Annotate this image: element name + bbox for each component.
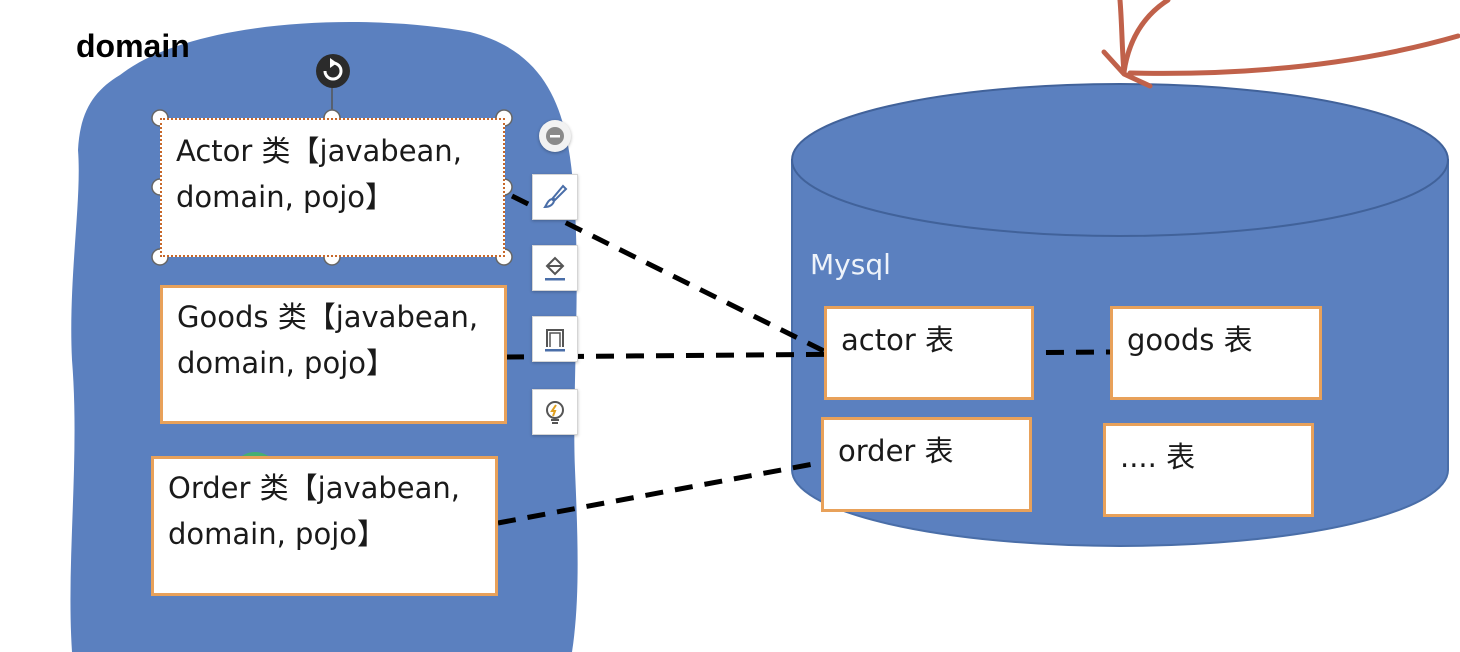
- minus-icon: [546, 127, 564, 145]
- goods-class-line2: domain, pojo】: [177, 346, 395, 380]
- actor-class-box[interactable]: Actor 类【javabean, domain, pojo】: [160, 118, 505, 257]
- goods-class-box[interactable]: Goods 类【javabean, domain, pojo】: [160, 285, 507, 424]
- outline-button[interactable]: [532, 316, 578, 362]
- style-button[interactable]: [532, 174, 578, 220]
- brush-icon: [543, 184, 568, 209]
- actor-table-box[interactable]: actor 表: [824, 306, 1034, 400]
- goods-class-line1: Goods 类【javabean,: [177, 300, 479, 334]
- fill-icon: [545, 256, 565, 281]
- fill-button[interactable]: [532, 245, 578, 291]
- actor-class-line1: Actor 类【javabean,: [176, 134, 462, 168]
- order-class-box[interactable]: Order 类【javabean, domain, pojo】: [151, 456, 498, 596]
- mysql-label: Mysql: [810, 248, 891, 281]
- actor-table-label: actor 表: [841, 323, 954, 357]
- connectors: [497, 193, 1111, 526]
- ideas-button[interactable]: [532, 389, 578, 435]
- etc-table-box[interactable]: .... 表: [1103, 423, 1314, 517]
- database-cylinder-top[interactable]: [791, 83, 1449, 237]
- goods-table-label: goods 表: [1127, 323, 1253, 357]
- domain-title: domain: [76, 28, 190, 64]
- order-class-line1: Order 类【javabean,: [168, 471, 461, 505]
- outline-icon: [545, 329, 565, 352]
- connector-order: [497, 459, 825, 526]
- goods-table-box[interactable]: goods 表: [1110, 306, 1322, 400]
- actor-class-line2: domain, pojo】: [176, 180, 394, 214]
- order-table-label: order 表: [838, 434, 954, 468]
- rotate-handle-icon[interactable]: [316, 54, 350, 88]
- order-table-box[interactable]: order 表: [821, 417, 1032, 512]
- etc-table-label: .... 表: [1120, 440, 1196, 474]
- red-arrow: [1101, 0, 1460, 89]
- order-class-line2: domain, pojo】: [168, 517, 386, 551]
- connector-goods: [505, 349, 1111, 360]
- collapse-toolbar-button[interactable]: [539, 120, 571, 152]
- lightbulb-icon: [546, 401, 564, 424]
